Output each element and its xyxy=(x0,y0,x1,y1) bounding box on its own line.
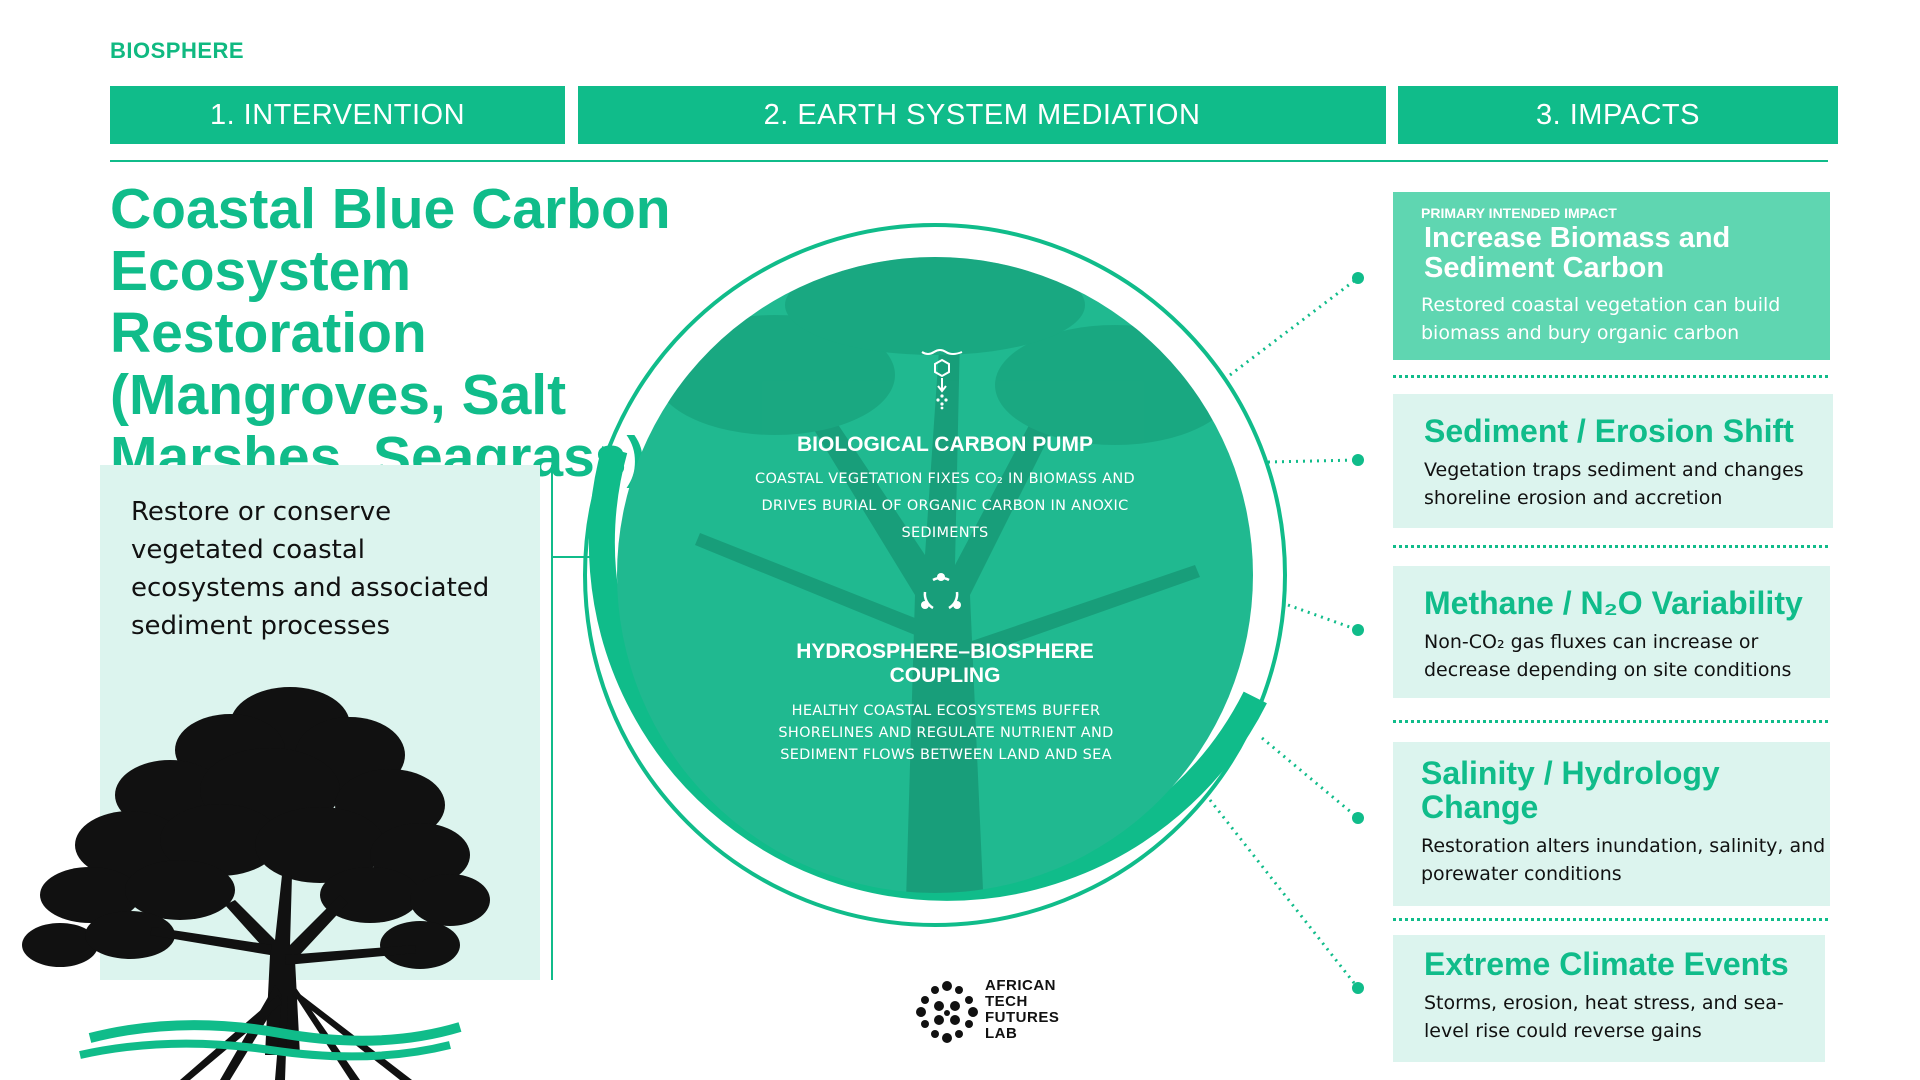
carbon-pump-description-block: COASTAL VEGETATION FIXES CO₂ IN BIOMASS … xyxy=(750,466,1140,547)
logo-line: LAB xyxy=(985,1025,1018,1042)
coupling-block: HYDROSPHERE–BIOSPHERE COUPLING xyxy=(775,640,1115,688)
logo-line: AFRICAN xyxy=(985,977,1056,994)
impact-description: Restored coastal vegetation can build bi… xyxy=(1421,294,1781,344)
primary-impact-tag: PRIMARY INTENDED IMPACT xyxy=(1421,205,1617,221)
impact-description: Non-CO₂ gas fluxes can increase or decre… xyxy=(1424,631,1792,681)
impact-sediment: Sediment / Erosion Shift Vegetation trap… xyxy=(1393,394,1833,528)
impact-separator xyxy=(1393,375,1828,378)
carbon-pump-title: BIOLOGICAL CARBON PUMP xyxy=(797,433,1093,456)
logo-text: AFRICAN TECH FUTURES LAB xyxy=(985,978,1059,1042)
mangrove-tree-icon xyxy=(22,687,490,1080)
impact-title: Salinity / Hydrology Change xyxy=(1421,755,1720,825)
cycle-icon xyxy=(921,573,961,610)
impact-separator xyxy=(1393,918,1828,921)
header-impacts: 3. IMPACTS xyxy=(1398,86,1838,144)
carbon-pump-icon xyxy=(921,349,963,410)
impact-title: Sediment / Erosion Shift xyxy=(1424,413,1794,449)
header-intervention: 1. INTERVENTION xyxy=(110,86,565,144)
category-label: BIOSPHERE xyxy=(110,38,245,63)
header-divider xyxy=(110,160,1828,162)
coupling-title: HYDROSPHERE–BIOSPHERE COUPLING xyxy=(796,640,1094,687)
impact-separator xyxy=(1393,545,1828,548)
carbon-pump-description: COASTAL VEGETATION FIXES CO₂ IN BIOMASS … xyxy=(755,471,1135,541)
impact-extreme-events: Extreme Climate Events Storms, erosion, … xyxy=(1393,935,1825,1062)
carbon-pump-block: BIOLOGICAL CARBON PUMP xyxy=(745,433,1145,457)
logo-line: TECH xyxy=(985,993,1028,1010)
impact-title: Methane / N₂O Variability xyxy=(1424,585,1803,621)
intervention-connector-horizontal xyxy=(551,556,591,558)
intervention-description: Restore or conserve vegetated coastal ec… xyxy=(131,497,490,641)
mediation-circle xyxy=(583,223,1287,927)
header-mediation: 2. EARTH SYSTEM MEDIATION xyxy=(578,86,1386,144)
logo-line: FUTURES xyxy=(985,1009,1060,1026)
impact-methane: Methane / N₂O Variability Non-CO₂ gas fl… xyxy=(1393,566,1830,698)
coupling-description: HEALTHY COASTAL ECOSYSTEMS BUFFER SHOREL… xyxy=(778,703,1114,763)
intervention-connector-vertical xyxy=(551,465,553,980)
impact-title: Extreme Climate Events xyxy=(1424,946,1789,982)
impact-primary: PRIMARY INTENDED IMPACT Increase Biomass… xyxy=(1393,192,1830,360)
coupling-description-block: HEALTHY COASTAL ECOSYSTEMS BUFFER SHOREL… xyxy=(778,700,1114,766)
impact-description: Vegetation traps sediment and changes sh… xyxy=(1424,459,1804,509)
logo-mark-icon xyxy=(916,981,978,1043)
impact-separator xyxy=(1393,720,1828,723)
impact-description: Restoration alters inundation, salinity,… xyxy=(1421,835,1826,885)
impact-salinity: Salinity / Hydrology Change Restoration … xyxy=(1393,742,1830,906)
impact-title: Increase Biomass and Sediment Carbon xyxy=(1424,222,1731,284)
impact-description: Storms, erosion, heat stress, and sea-le… xyxy=(1424,992,1784,1042)
